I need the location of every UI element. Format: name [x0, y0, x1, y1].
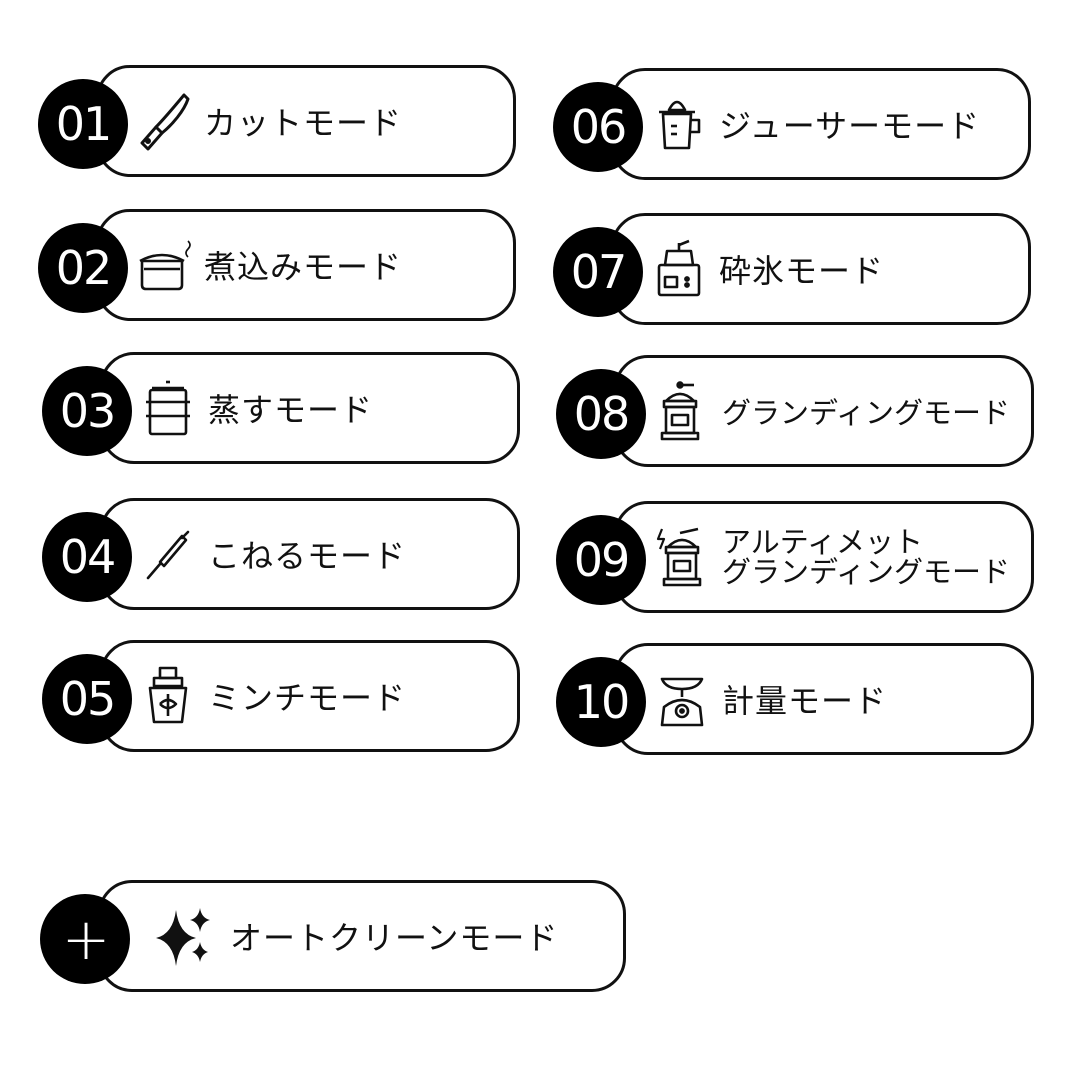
mode-number-badge: 06 — [553, 82, 643, 172]
steamer-icon — [138, 376, 202, 440]
mode-juicer[interactable]: 06 ジューサーモード — [553, 68, 1043, 184]
pot-icon — [134, 233, 198, 297]
mode-label-line2: グランディングモード — [722, 555, 1010, 589]
mode-grinding[interactable]: 08 グランディングモード — [556, 355, 1046, 471]
mincer-icon — [138, 664, 202, 728]
mode-number-badge: 08 — [556, 369, 646, 459]
mode-label: カットモード — [204, 104, 403, 142]
ultimate-grinder-icon — [652, 525, 716, 589]
mode-ice-crush[interactable]: 07 砕氷モード — [553, 213, 1043, 329]
mode-number-badge: 04 — [42, 512, 132, 602]
mode-pill — [614, 355, 1034, 467]
scale-icon — [652, 667, 716, 731]
mode-mince[interactable]: 05 ミンチモード — [42, 640, 532, 756]
mode-label-line1: アルティメット — [722, 525, 923, 559]
knife-icon — [134, 89, 198, 153]
mode-number-badge: 10 — [556, 657, 646, 747]
mode-label: 煮込みモード — [204, 248, 403, 286]
mode-number-badge: 07 — [553, 227, 643, 317]
mode-label: 計量モード — [722, 682, 888, 720]
mode-knead[interactable]: 04 こねるモード — [42, 498, 532, 614]
mode-label: オートクリーンモード — [230, 919, 559, 957]
mode-pill — [96, 209, 516, 321]
mode-cut[interactable]: 01 カットモード — [38, 65, 528, 181]
mode-pill — [611, 213, 1031, 325]
mode-ultimate-grinding[interactable]: 09 アルティメット グランディングモード — [556, 501, 1046, 617]
sparkle-icon — [152, 904, 216, 968]
mode-label: ミンチモード — [208, 679, 407, 717]
mode-simmer[interactable]: 02 煮込みモード — [38, 209, 528, 325]
mode-label: ジューサーモード — [719, 107, 981, 145]
mode-pill — [100, 640, 520, 752]
mode-label: 蒸すモード — [208, 391, 374, 429]
mode-label: 砕氷モード — [719, 252, 885, 290]
mode-pill — [611, 68, 1031, 180]
mode-steam[interactable]: 03 蒸すモード — [42, 352, 532, 468]
mode-number-badge: 03 — [42, 366, 132, 456]
ice-crusher-icon — [649, 237, 713, 301]
mode-label: アルティメット グランディングモード — [722, 501, 1010, 613]
mode-label: グランディングモード — [722, 396, 1010, 430]
mode-label: こねるモード — [208, 537, 407, 575]
mode-number-badge: 05 — [42, 654, 132, 744]
mode-pill — [96, 65, 516, 177]
mode-number-badge: 02 — [38, 223, 128, 313]
plus-badge: + — [40, 894, 130, 984]
rolling-pin-icon — [138, 522, 202, 586]
grinder-icon — [652, 379, 716, 443]
mode-number-badge: 09 — [556, 515, 646, 605]
mode-auto-clean[interactable]: + オートクリーンモード — [40, 880, 630, 996]
mode-pill — [98, 880, 626, 992]
juicer-icon — [649, 92, 713, 156]
mode-pill — [614, 501, 1034, 613]
mode-number-badge: 01 — [38, 79, 128, 169]
mode-measure[interactable]: 10 計量モード — [556, 643, 1046, 759]
